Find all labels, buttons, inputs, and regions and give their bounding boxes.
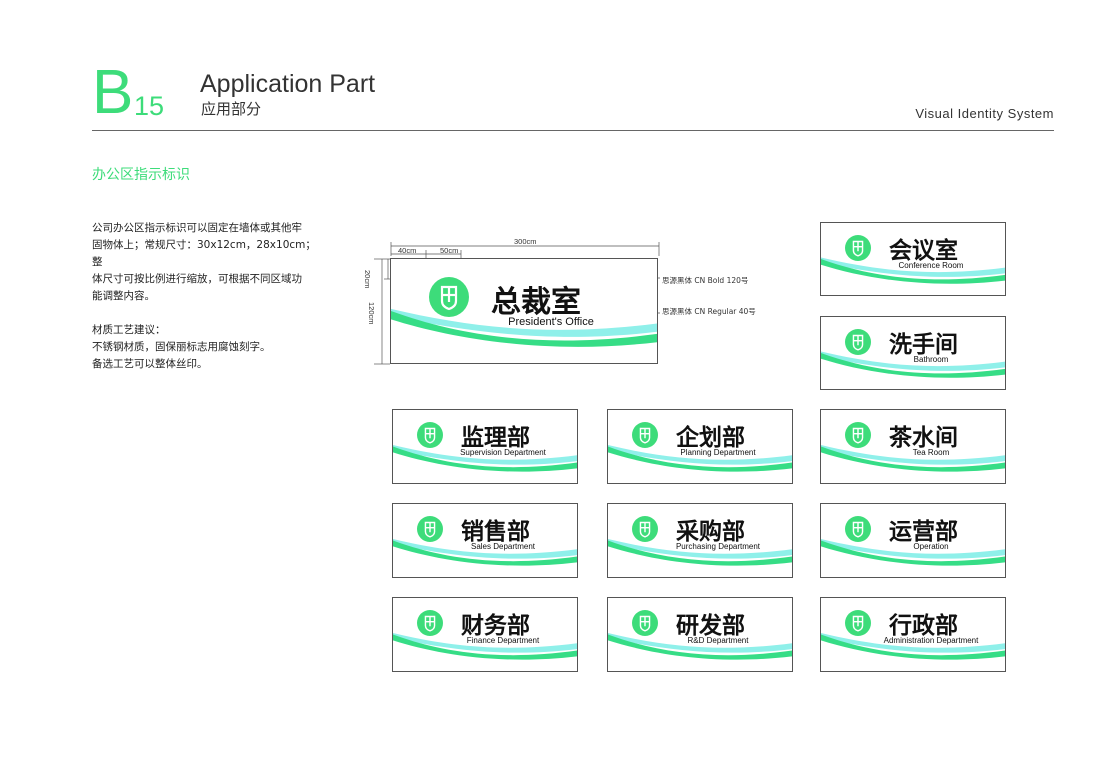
sign-title-en: Conference Room (881, 261, 981, 270)
sign-title-cn: 采购部 (676, 512, 745, 546)
sign-planning: 企划部Planning Department (607, 409, 793, 484)
sign-title-en: Bathroom (881, 355, 981, 364)
shield-logo-icon (429, 277, 469, 317)
desc-line: 能调整内容。 (92, 288, 324, 305)
desc-line: 不锈钢材质，固保丽标志用腐蚀刻字。 (92, 339, 324, 356)
section-title: 办公区指示标识 (92, 164, 190, 184)
sign-title-cn: 企划部 (676, 418, 745, 452)
sign-title-cn: 销售部 (461, 512, 530, 546)
sign-conference: 会议室Conference Room (820, 222, 1006, 296)
description: 公司办公区指示标识可以固定在墙体或其他牢 固物体上；常规尺寸：30x12cm，2… (92, 220, 324, 373)
sign-sales: 销售部Sales Department (392, 503, 578, 578)
sign-admin: 行政部Administration Department (820, 597, 1006, 672)
dim-top: 20cm (363, 270, 372, 288)
shield-logo-icon (417, 422, 443, 448)
shield-logo-icon (632, 516, 658, 542)
shield-logo-icon (845, 235, 871, 261)
shield-logo-icon (417, 516, 443, 542)
page-subtitle: 应用部分 (201, 100, 261, 118)
desc-line: 材质工艺建议： (92, 322, 324, 339)
shield-logo-icon (845, 610, 871, 636)
desc-line: 公司办公区指示标识可以固定在墙体或其他牢 (92, 220, 324, 237)
sign-operation: 运营部Operation (820, 503, 1006, 578)
font-note-bold: 思源黑体 CN Bold 120号 (662, 275, 748, 286)
sign-title-en: Purchasing Department (668, 542, 768, 551)
sign-purchasing: 采购部Purchasing Department (607, 503, 793, 578)
sign-title-cn: 行政部 (889, 606, 958, 640)
sign-title-en: Tea Room (881, 448, 981, 457)
font-note-regular: 思源黑体 CN Regular 40号 (662, 306, 756, 317)
sign-bathroom: 洗手间Bathroom (820, 316, 1006, 390)
shield-logo-icon (632, 422, 658, 448)
sign-title-en: Planning Department (668, 448, 768, 457)
sign-supervision: 监理部Supervision Department (392, 409, 578, 484)
shield-logo-icon (845, 422, 871, 448)
sign-title-en: Sales Department (453, 542, 553, 551)
dim-part1: 40cm (398, 246, 416, 255)
sign-title-en: President's Office (491, 316, 611, 328)
desc-line: 备选工艺可以整体丝印。 (92, 356, 324, 373)
header-divider (92, 130, 1054, 131)
shield-logo-icon (632, 610, 658, 636)
dim-part2: 50cm (440, 246, 458, 255)
sign-title-en: Supervision Department (453, 448, 553, 457)
sign-title-cn: 会议室 (889, 231, 958, 265)
sign-title-cn: 运营部 (889, 512, 958, 546)
sign-rnd: 研发部R&D Department (607, 597, 793, 672)
shield-logo-icon (417, 610, 443, 636)
sign-finance: 财务部Finance Department (392, 597, 578, 672)
sign-title-cn: 财务部 (461, 606, 530, 640)
sign-title-cn: 茶水间 (889, 418, 958, 452)
desc-line: 固物体上；常规尺寸：30x12cm，28x10cm；整 (92, 237, 324, 271)
sign-title-en: R&D Department (668, 636, 768, 645)
sign-main: 总裁室President's Office (390, 258, 658, 364)
sign-title-cn: 总裁室 (491, 277, 581, 321)
dim-total-width: 300cm (514, 237, 537, 246)
sign-title-cn: 监理部 (461, 418, 530, 452)
page-title: Application Part (200, 70, 375, 98)
dim-height: 120cm (367, 302, 376, 325)
sign-title-en: Operation (881, 542, 981, 551)
sign-title-en: Finance Department (453, 636, 553, 645)
shield-logo-icon (845, 516, 871, 542)
vis-label: Visual Identity System (915, 106, 1054, 121)
page-code-number: 15 (134, 92, 164, 120)
sign-title-cn: 洗手间 (889, 325, 958, 359)
desc-line: 体尺寸可按比例进行缩放，可根据不同区域功 (92, 271, 324, 288)
sign-tea: 茶水间Tea Room (820, 409, 1006, 484)
sign-title-cn: 研发部 (676, 606, 745, 640)
page-code-letter: B (92, 62, 133, 124)
sign-title-en: Administration Department (881, 636, 981, 645)
shield-logo-icon (845, 329, 871, 355)
